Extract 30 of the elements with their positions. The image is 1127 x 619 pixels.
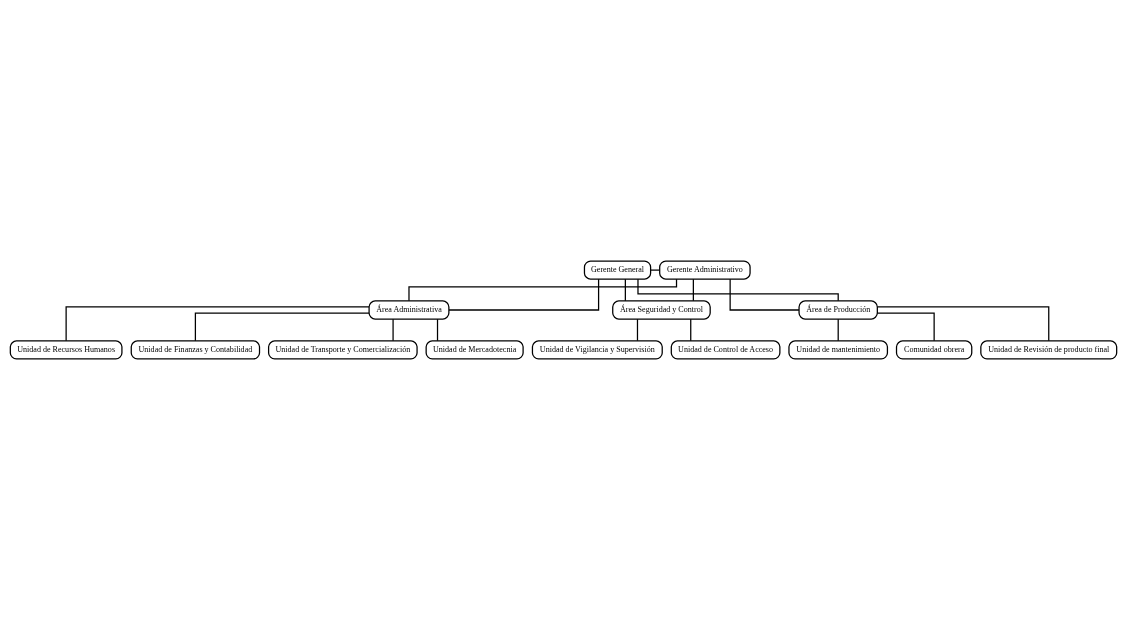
node-box: Comunidad obrera: [895, 339, 973, 360]
node-box: Unidad de Recursos Humanos: [9, 339, 123, 360]
connector: [637, 278, 839, 301]
connector: [65, 305, 370, 341]
node-box: Unidad de Vigilancia y Supervisión: [531, 339, 663, 360]
connector: [692, 278, 694, 301]
connector: [436, 318, 439, 341]
connector: [624, 278, 626, 301]
node-box: Área Seguridad y Control: [612, 299, 711, 320]
node-box: Unidad de Revisión de producto final: [980, 339, 1118, 360]
connector: [636, 318, 639, 341]
node-box: Gerente Administrativo: [659, 259, 751, 280]
connector: [690, 318, 692, 341]
connector: [876, 305, 1050, 341]
node-box: Área Administrativa: [368, 299, 450, 320]
connector: [408, 278, 678, 301]
node-box: Área de Producción: [798, 299, 878, 320]
connector: [876, 311, 935, 341]
connector: [650, 269, 661, 271]
node-box: Unidad de Transporte y Comercialización: [268, 339, 418, 360]
node-box: Unidad de Finanzas y Contabilidad: [130, 339, 261, 360]
connector: [194, 311, 370, 341]
node-box: Unidad de mantenimiento: [788, 339, 889, 360]
node-box: Unidad de Mercadotecnia: [425, 339, 524, 360]
connector: [729, 278, 800, 311]
node-box: Unidad de Control de Acceso: [670, 339, 781, 360]
node-box: Gerente General: [583, 259, 652, 280]
connector: [392, 318, 394, 341]
connector: [837, 318, 839, 341]
connector: [448, 278, 600, 311]
